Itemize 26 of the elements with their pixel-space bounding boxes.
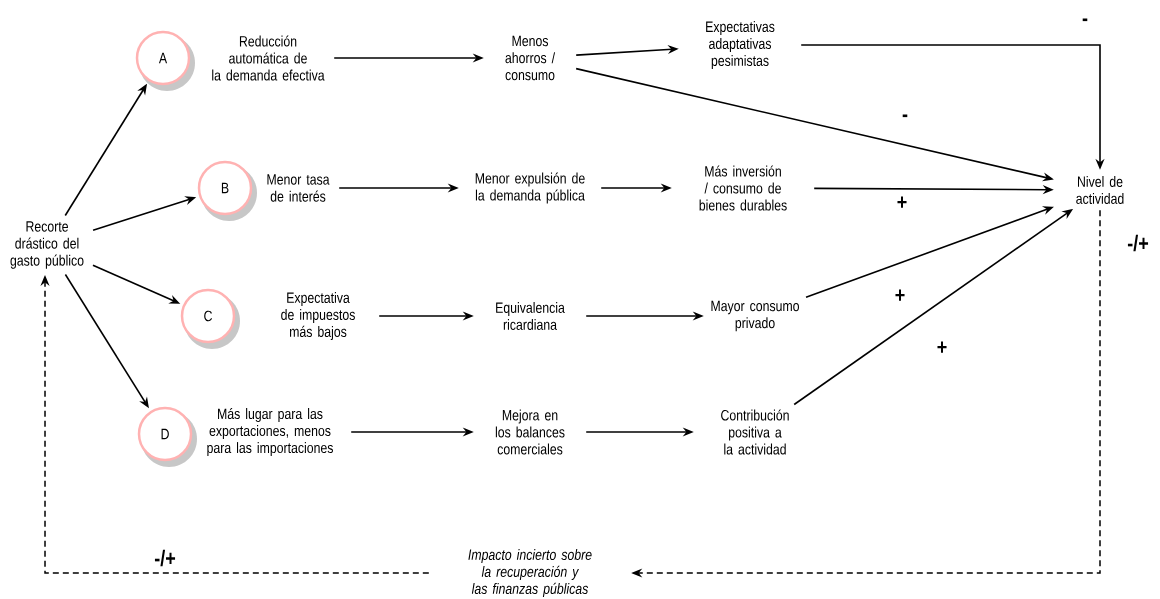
node-text: Menos ahorros / consumo <box>505 35 556 81</box>
edge-label: + <box>935 340 949 356</box>
circle-node: B <box>197 160 257 221</box>
edge-label: -/+ <box>153 548 177 568</box>
node-text: Más lugar para las exportaciones, menos para las importaciones <box>207 407 333 457</box>
node-text: Expectativa de impuestos más bajos <box>281 292 355 340</box>
edge-label: - <box>901 113 909 123</box>
circle-node: C <box>180 288 240 349</box>
node-text: Contribución positiva a la actividad <box>721 409 789 455</box>
node-text: Recorte drástico del gasto público <box>10 221 84 269</box>
node-text: Menor expulsión de la demanda pública <box>475 172 585 204</box>
edge-label: + <box>895 195 909 211</box>
node-text: Expectativas adaptativas pesimistas <box>706 21 775 69</box>
node-text: Equivalencia ricardiana <box>496 302 565 330</box>
node-text: Mayor consumo privado <box>711 300 799 332</box>
edge-label: + <box>893 288 907 304</box>
node-text: Menor tasa de interés <box>267 174 330 202</box>
node-text: Más inversión / consumo de bienes durables <box>699 165 787 211</box>
node-text: Impacto incierto sobre la recuperación y las finanzas públicas <box>468 549 592 597</box>
circle-node: A <box>135 30 195 91</box>
edge-label: - <box>1081 17 1089 27</box>
node-text: Mejora en los balances comerciales <box>495 409 565 455</box>
node-text: Reducción automática de la demanda efectiva <box>212 35 325 81</box>
circle-node: D <box>137 406 197 467</box>
node-text: Nivel de actividad <box>1076 176 1124 204</box>
edge-label: -/+ <box>1126 233 1150 253</box>
